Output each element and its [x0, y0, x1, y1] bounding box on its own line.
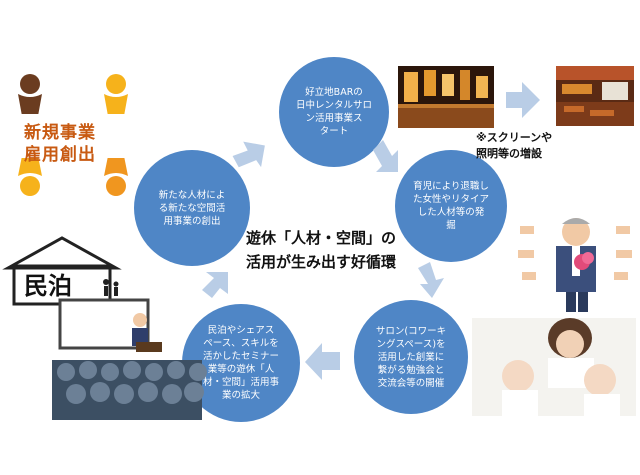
- minpaku-label: 民泊: [24, 272, 72, 300]
- seminar-illustration: [52, 298, 207, 420]
- node-women-recruit: 育児により退職し た女性やリタイア した人材等の発 掘: [395, 150, 507, 262]
- arrow-photo-to-photo: [506, 82, 540, 118]
- mother-babies-photo: [472, 318, 636, 416]
- arrow-salon-to-minpaku: [305, 343, 340, 380]
- bar-interior-photo: [398, 66, 494, 128]
- logo-text-line2: 雇用創出: [24, 145, 96, 165]
- node-salon-events-text: サロン(コワーキ ングスペース)を 活用した創業に 繋がる勉強会と 交流会等の開…: [375, 325, 447, 389]
- equipment-note: ※スクリーンや 照明等の増設: [476, 131, 553, 160]
- node-new-business-text: 新たな人材によ る新たな空間活 用事業の創出: [158, 189, 226, 227]
- logo-text-line1: 新規事業: [24, 123, 96, 143]
- node-bar-rental-text: 好立地BARの 日中レンタルサロ ン活用事業ス タート: [295, 87, 372, 137]
- node-salon-events: サロン(コワーキ ングスペース)を 活用した創業に 繋がる勉強会と 交流会等の開…: [354, 300, 468, 414]
- screen-room-photo: [556, 66, 634, 126]
- node-minpaku-expand-text: 民泊やシェアス ペース、スキルを 活かしたセミナー 業等の遊休「人 材・空間」活…: [202, 325, 279, 401]
- arrow-minpaku-to-new: [202, 272, 228, 298]
- node-women-recruit-text: 育児により退職し た女性やリタイア した人材等の発 掘: [412, 181, 489, 231]
- arrow-new-to-bar: [232, 141, 265, 168]
- new-business-logo: [12, 74, 134, 196]
- arrow-women-to-salon: [418, 262, 444, 298]
- cycle-title: 遊休「人材・空間」の 活用が生み出す好循環: [245, 229, 396, 271]
- node-new-business: 新たな人材によ る新たな空間活 用事業の創出: [134, 150, 250, 266]
- node-bar-rental: 好立地BARの 日中レンタルサロ ン活用事業ス タート: [279, 57, 389, 167]
- retiree-illustration: [518, 218, 632, 312]
- arrow-bar-to-women: [373, 140, 398, 172]
